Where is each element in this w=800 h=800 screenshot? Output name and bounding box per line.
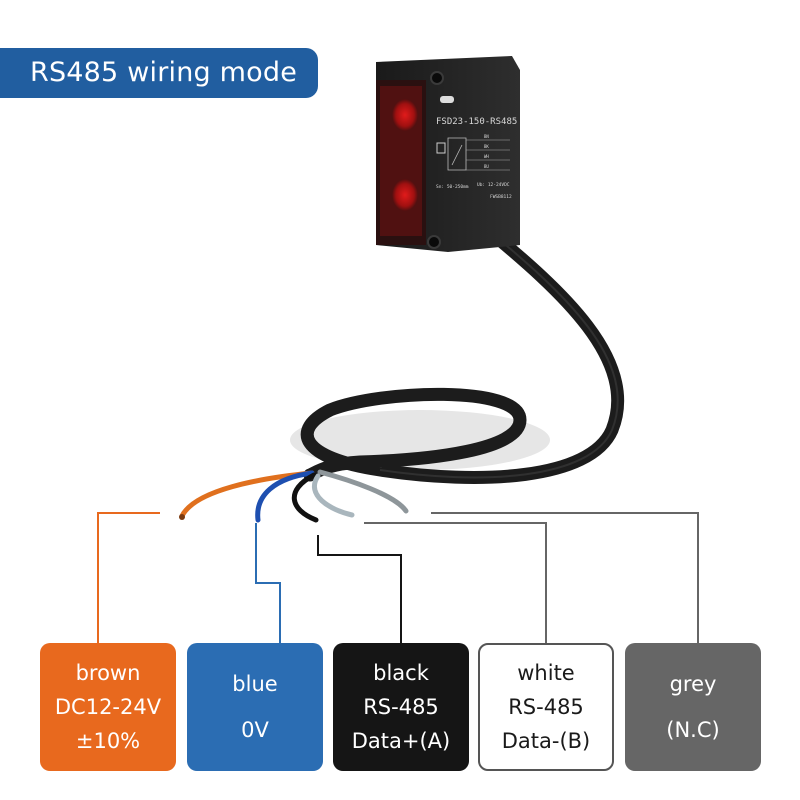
sensor-range: Sn: 50-250mm — [436, 184, 469, 190]
connector-grey — [431, 512, 699, 643]
wire-signal: Data-(B) — [501, 729, 591, 753]
page-title: RS485 wiring mode — [30, 57, 298, 88]
wire-function: (N.C) — [666, 718, 720, 742]
wire-blue — [255, 470, 315, 523]
wire-box-brown: brown DC12-24V ±10% — [40, 643, 176, 771]
wire-color-label: grey — [669, 672, 717, 696]
wire-box-blue: blue 0V — [187, 643, 323, 771]
mount-hole-top — [430, 71, 444, 85]
pin-label-bn: BN — [484, 134, 489, 139]
emitter-lens — [392, 99, 418, 131]
cable-shadow — [290, 410, 550, 470]
wire-function: RS-485 — [363, 695, 439, 719]
pin-label-bu: BU — [484, 164, 489, 169]
wire-brown-tip — [179, 514, 185, 520]
wire-box-black: black RS-485 Data+(A) — [333, 643, 469, 771]
wire-tolerance: ±10% — [75, 729, 141, 753]
sensor-model: FSD23-150-RS485 — [436, 117, 517, 127]
wire-color-label: white — [517, 661, 575, 685]
sensor-device: FSD23-150-RS485 BN BK WH BU Sn: 50-250mm… — [376, 56, 520, 252]
cable-highlight — [379, 229, 619, 479]
connector-black — [317, 535, 402, 643]
wire-color-label: black — [373, 661, 429, 685]
receiver-lens — [392, 179, 418, 211]
connector-white — [364, 522, 547, 643]
sensor-schematic-icon — [436, 142, 446, 154]
pin-label-wh: WH — [484, 154, 489, 159]
title-banner: RS485 wiring mode — [0, 48, 318, 98]
brand-logo — [440, 96, 454, 103]
wire-box-grey: grey (N.C) — [625, 643, 761, 771]
wire-box-white: white RS-485 Data-(B) — [478, 643, 614, 771]
sensor-serial: FWSB8112 — [490, 194, 512, 200]
wire-color-label: blue — [232, 672, 278, 696]
wire-white — [312, 473, 355, 518]
connector-blue — [255, 523, 281, 643]
wire-grey — [317, 469, 409, 514]
wire-function: 0V — [241, 718, 269, 742]
wire-color-label: brown — [75, 661, 141, 685]
sensor-voltage: Ub: 12-24VDC — [477, 182, 510, 188]
wire-black — [291, 472, 319, 523]
wire-function: RS-485 — [508, 695, 584, 719]
pin-label-bk: BK — [484, 144, 489, 149]
mount-hole-bottom — [427, 235, 441, 249]
wire-signal: Data+(A) — [351, 729, 451, 753]
wire-function: DC12-24V — [54, 695, 162, 719]
connector-brown — [97, 512, 160, 643]
